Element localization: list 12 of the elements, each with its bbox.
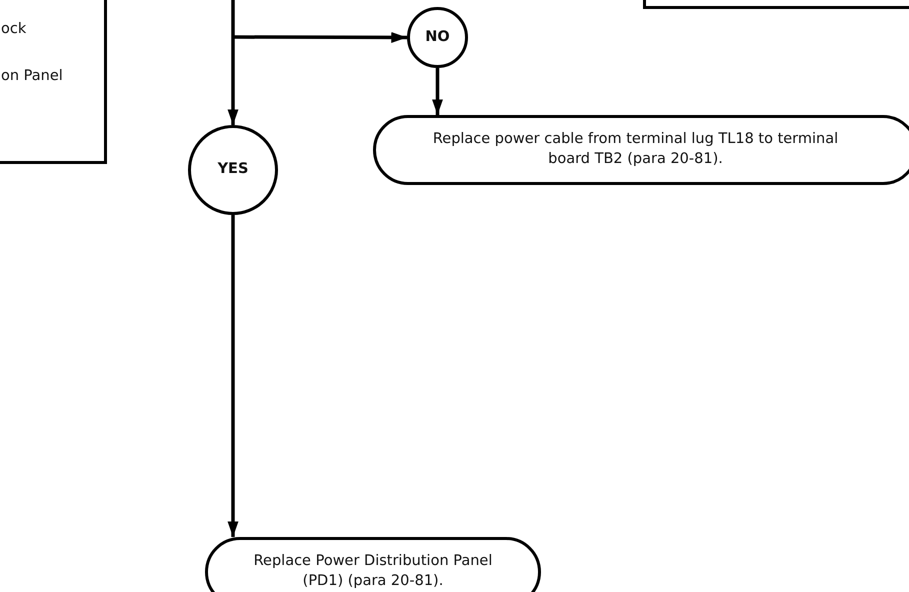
arrow xyxy=(432,68,444,115)
decision-label: YES xyxy=(218,160,248,180)
terminal-box xyxy=(205,537,541,592)
legend-text: ock xyxy=(1,20,26,39)
action-text: Replace Power Distribution Panel (PD1) (para 20-81). xyxy=(252,552,494,591)
action-text: Replace power cable from terminal lug TL18 to terminal board TB2 (para 20-81). xyxy=(432,130,840,169)
arrow xyxy=(228,215,239,537)
terminal-box xyxy=(373,115,909,185)
arrow xyxy=(228,0,239,125)
legend-text: on Panel xyxy=(1,66,63,86)
arrow xyxy=(233,32,407,43)
decision-label: NO xyxy=(425,28,450,47)
